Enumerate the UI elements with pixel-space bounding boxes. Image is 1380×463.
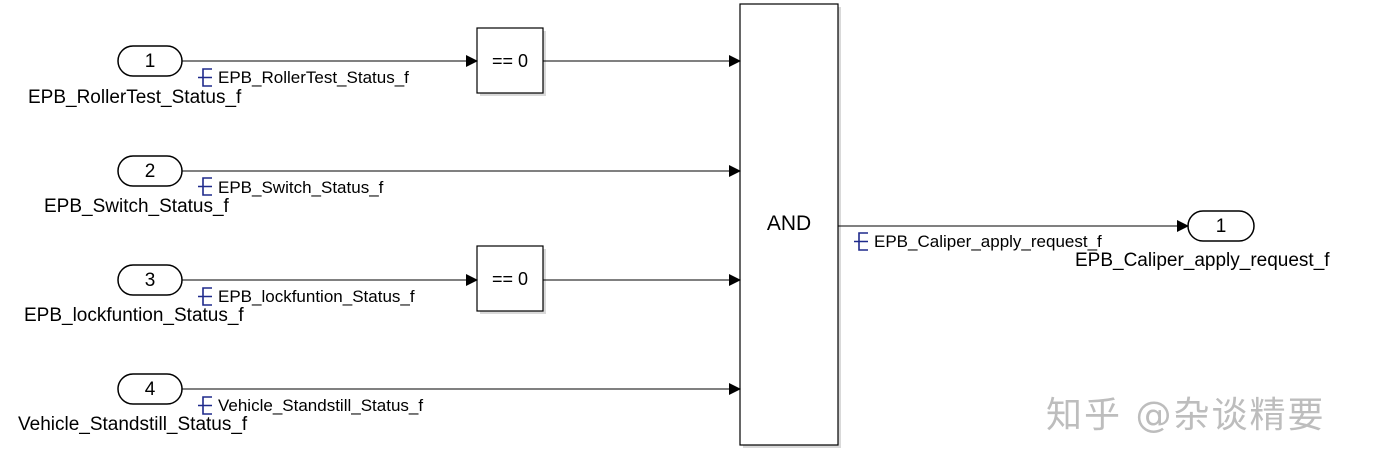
inport-4-number: 4 [144,379,156,400]
inport-2-number: 2 [144,161,156,182]
signal-name-4: Vehicle_Standstill_Status_f [218,396,424,415]
signal-resolve-icon [198,287,212,306]
output-signal-name: EPB_Caliper_apply_request_f [874,232,1102,251]
and-logic-label: AND [766,212,812,235]
signal-name-2: EPB_Switch_Status_f [218,178,384,197]
signal-name-3: EPB_lockfuntion_Status_f [218,287,415,306]
signal-resolve-icon [198,177,212,196]
watermark-text: 知乎 @杂谈精要 [1046,395,1326,436]
compare-zero-label-2: == 0 [491,269,529,289]
signal-resolve-icon [198,396,212,415]
outport-1-number: 1 [1215,216,1227,237]
and-logic-block[interactable] [739,3,839,446]
compare-zero-label-1: == 0 [491,51,529,71]
signal-name-1: EPB_RollerTest_Status_f [218,68,409,87]
inport-3-number: 3 [144,270,156,291]
outport-1-name: EPB_Caliper_apply_request_f [1075,250,1330,271]
signal-resolve-icon [854,232,868,251]
signal-resolve-icon [198,68,212,87]
inport-3-name: EPB_lockfuntion_Status_f [24,305,244,326]
compare-zero-block-2[interactable] [476,245,544,312]
inport-4-name: Vehicle_Standstill_Status_f [18,414,248,435]
inport-2-name: EPB_Switch_Status_f [44,196,229,217]
inport-1-name: EPB_RollerTest_Status_f [28,87,242,108]
inport-1-number: 1 [144,51,156,72]
